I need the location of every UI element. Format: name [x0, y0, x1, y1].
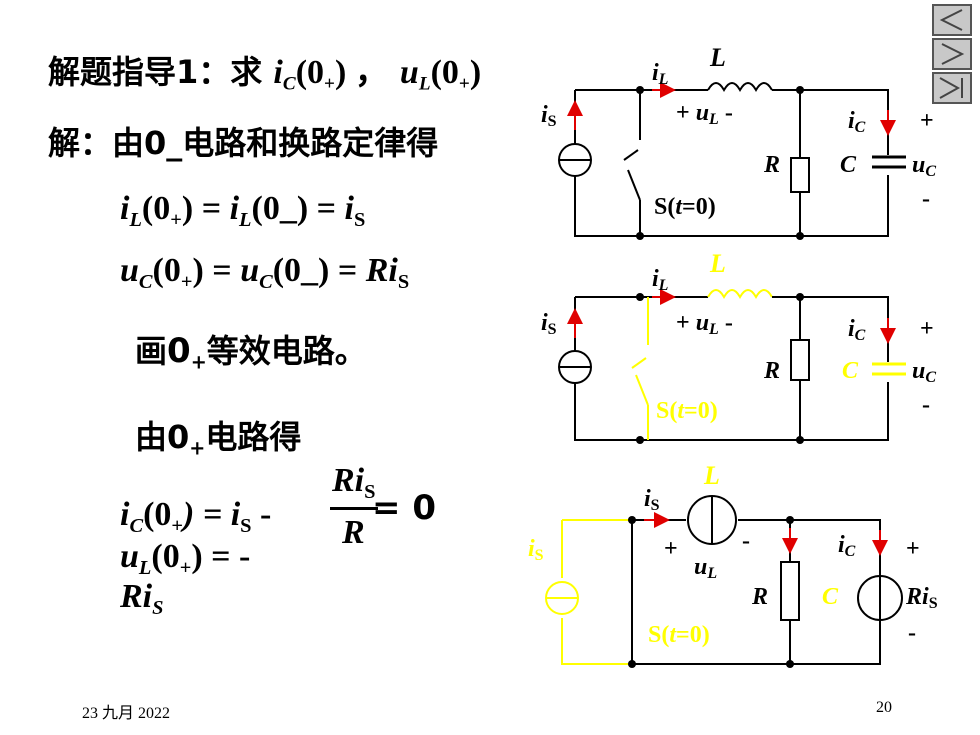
fraction-bar — [330, 507, 378, 510]
svg-text:S(t=0): S(t=0) — [648, 622, 710, 648]
svg-text:R: R — [763, 152, 780, 178]
svg-text:uL: uL — [694, 554, 717, 582]
draw-instruction: 画0+等效电路。 — [135, 331, 367, 374]
from-circuit-text: 由0+电路得 — [135, 418, 302, 460]
svg-text:L: L — [703, 461, 720, 490]
ic-result: = 0 — [372, 488, 436, 528]
svg-text:iC: iC — [848, 316, 866, 344]
svg-text:uC: uC — [912, 152, 936, 180]
circuit-original-nodes — [636, 86, 804, 240]
last-slide-button[interactable] — [932, 72, 972, 104]
circuit-original — [558, 82, 906, 237]
svg-text:S(t=0): S(t=0) — [654, 194, 716, 220]
page-number: 20 — [876, 699, 892, 716]
fraction-denominator: R — [342, 514, 365, 551]
svg-text:R: R — [751, 584, 768, 610]
slide-title: 解题指导1：求 iC(0+) ， uL(0+) — [48, 53, 482, 95]
svg-text:uC: uC — [912, 358, 936, 386]
solution-intro: 解：由0_电路和换路定律得 — [48, 124, 439, 162]
svg-text:iS: iS — [528, 536, 544, 564]
prev-icon — [939, 9, 963, 31]
circuit-zero-plus — [545, 495, 903, 665]
svg-text:+: + — [920, 108, 934, 134]
svg-text:iL: iL — [652, 60, 669, 88]
equation-ul-line2: RiS — [120, 578, 164, 620]
svg-text:RiS: RiS — [905, 584, 938, 612]
svg-text:R: R — [763, 358, 780, 384]
next-icon — [941, 43, 965, 65]
last-icon — [939, 77, 963, 99]
svg-text:-: - — [922, 392, 930, 418]
next-slide-button[interactable] — [932, 38, 972, 70]
equation-il: iL(0+) = iL(0_) = iS — [120, 190, 366, 232]
svg-text:+: + — [664, 536, 678, 562]
svg-text:-: - — [742, 528, 750, 554]
svg-text:iS: iS — [541, 310, 557, 338]
svg-text:S(t=0): S(t=0) — [656, 398, 718, 424]
svg-text:+: + — [906, 536, 920, 562]
equation-ic: iC(0+) = iS - — [120, 496, 272, 538]
svg-text:iS: iS — [541, 102, 557, 130]
fraction-numerator: RiS — [332, 462, 376, 504]
svg-text:iS: iS — [644, 486, 660, 514]
svg-text:iC: iC — [848, 108, 866, 136]
svg-text:C: C — [822, 584, 839, 610]
svg-text:+ uL -: + uL - — [676, 310, 733, 338]
prev-slide-button[interactable] — [932, 4, 972, 36]
svg-text:L: L — [709, 43, 726, 72]
svg-text:+: + — [920, 316, 934, 342]
svg-text:-: - — [908, 620, 916, 646]
svg-text:+ uL -: + uL - — [676, 100, 733, 128]
svg-text:-: - — [922, 186, 930, 212]
equation-ul: uL(0+) = - — [120, 538, 251, 580]
svg-text:C: C — [842, 358, 859, 384]
svg-text:iC: iC — [838, 532, 856, 560]
svg-text:L: L — [709, 249, 726, 278]
footer-date: 23 九月 2022 — [82, 705, 171, 722]
circuit-zero-minus — [558, 289, 906, 441]
equation-uc: uC(0+) = uC(0_) = RiS — [120, 252, 410, 294]
svg-text:C: C — [840, 152, 857, 178]
svg-text:iL: iL — [652, 266, 669, 294]
